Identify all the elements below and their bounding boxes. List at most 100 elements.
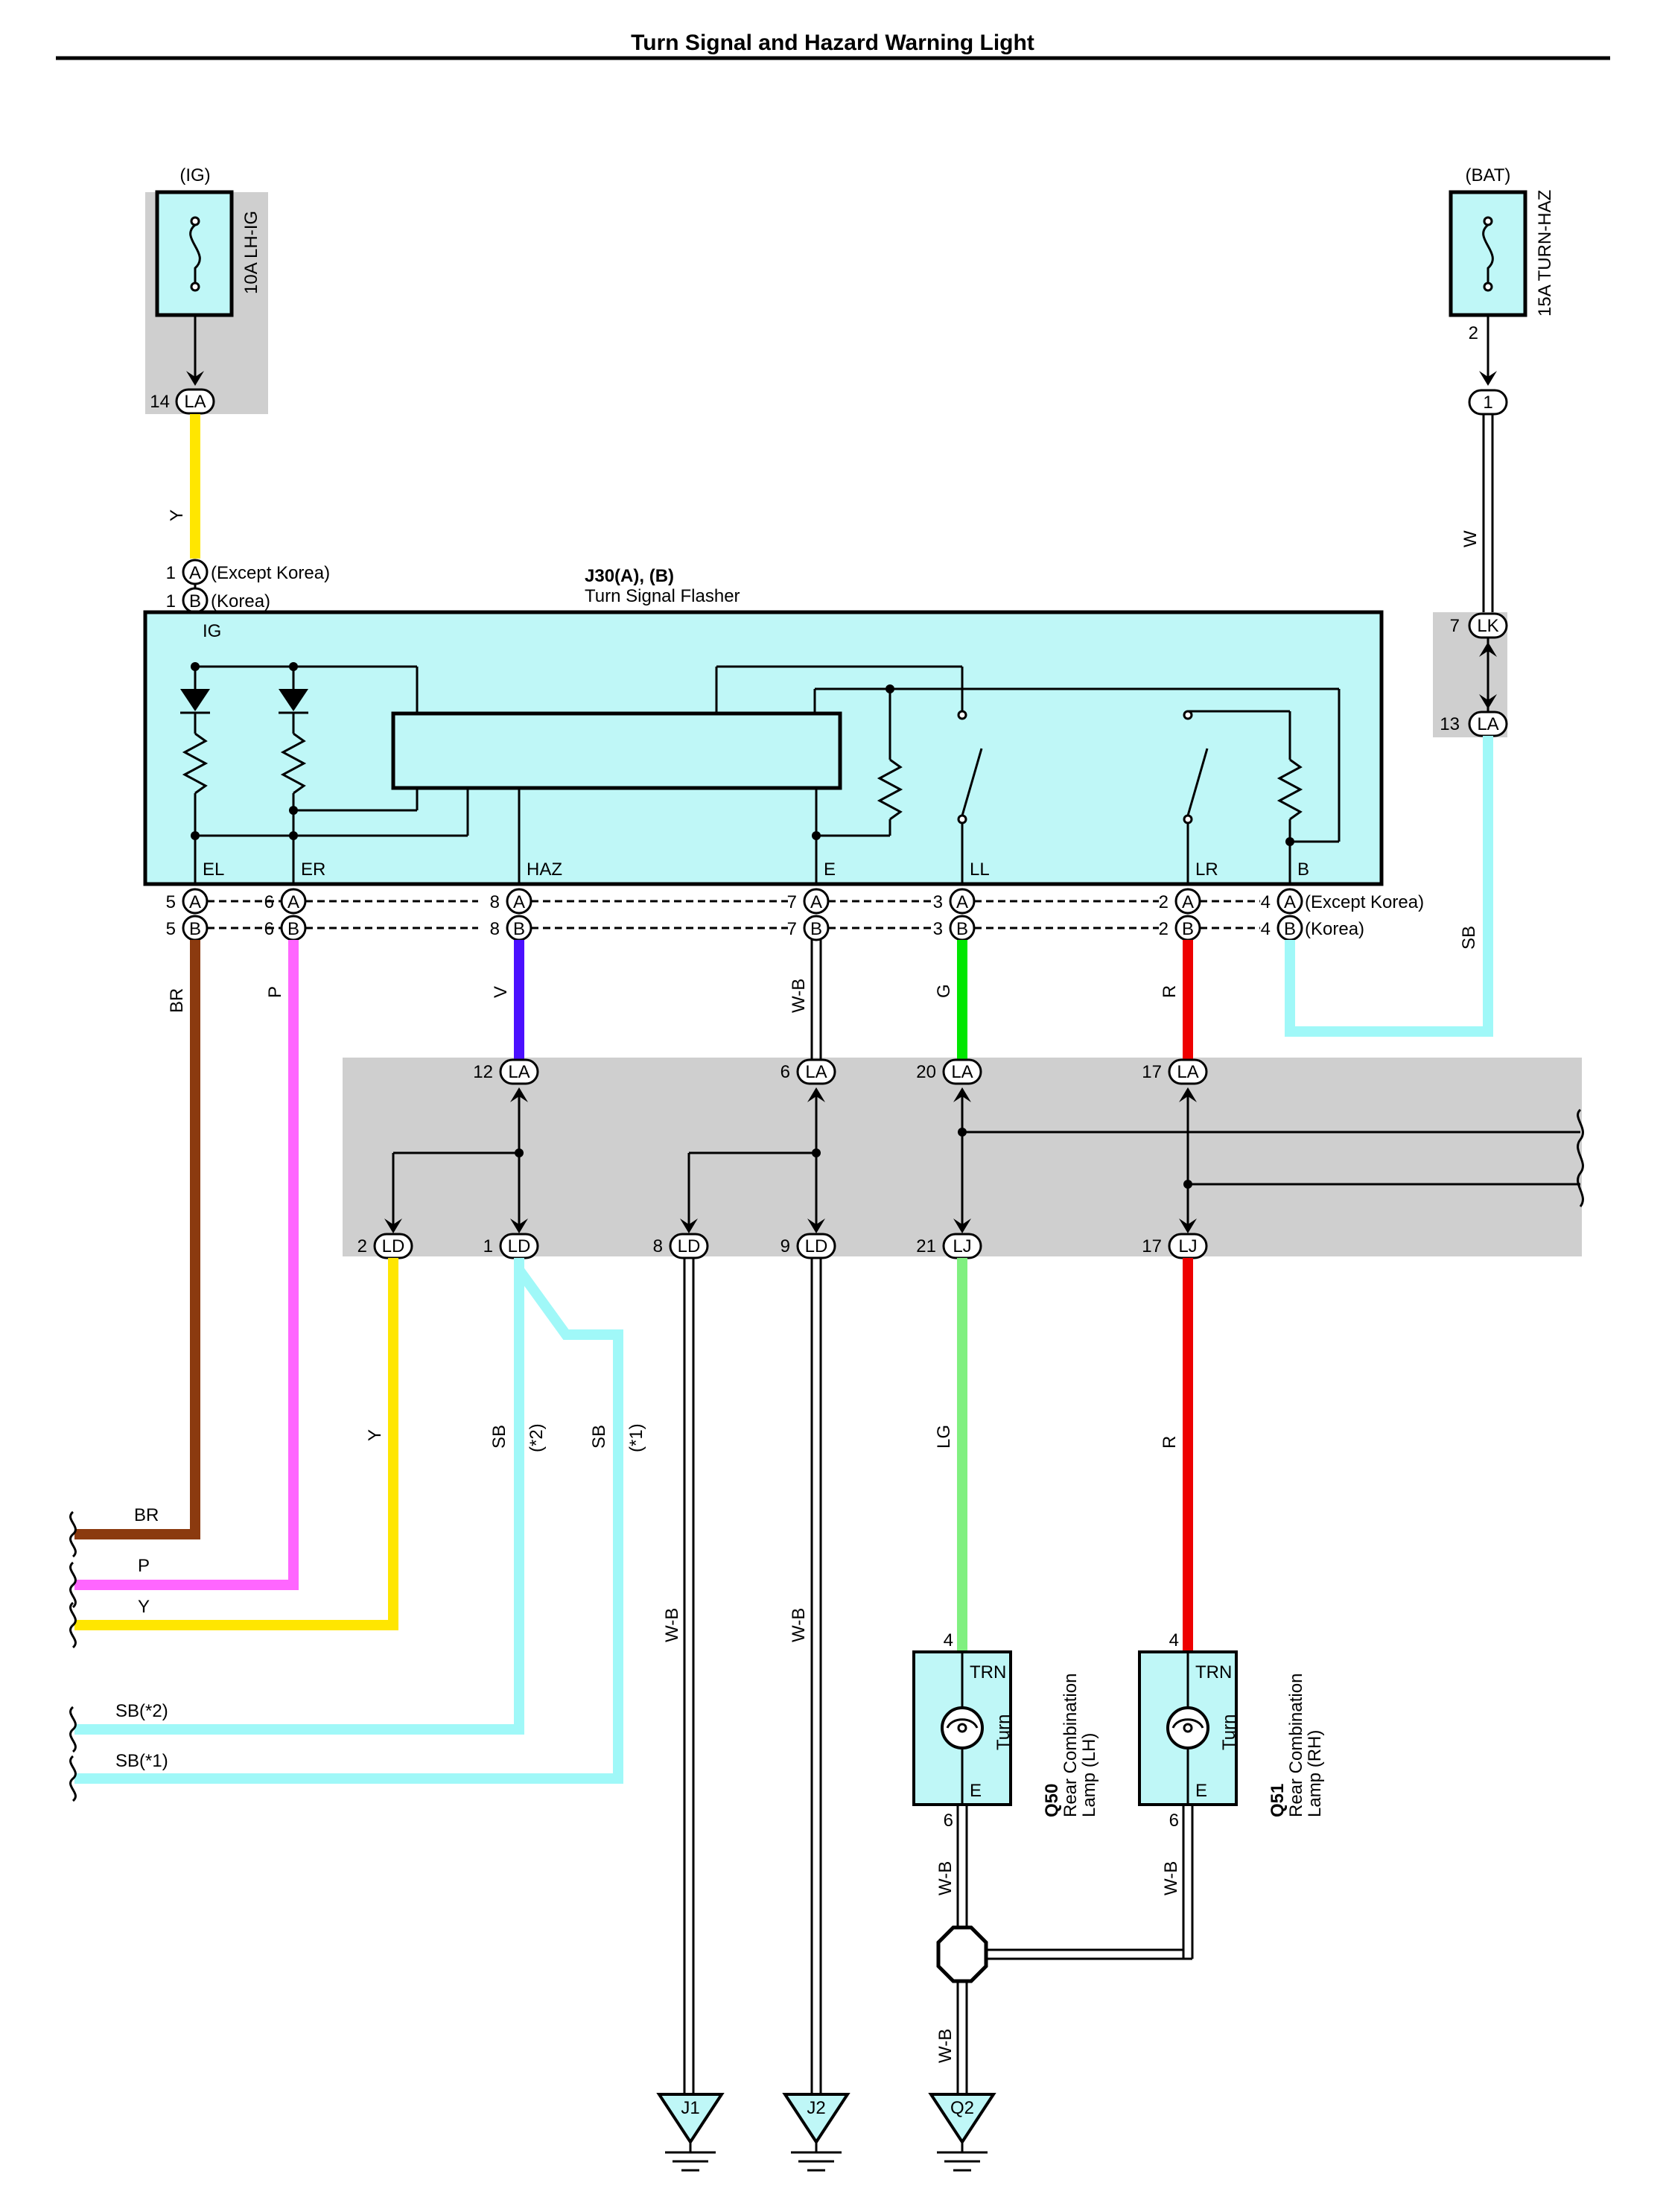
svg-text:LA: LA (1477, 714, 1498, 734)
wire-r-label: R (1160, 985, 1180, 998)
fuse-ig-box (155, 190, 234, 317)
wire-sb1-note: (*1) (626, 1423, 646, 1452)
svg-text:Lamp (LH): Lamp (LH) (1079, 1733, 1099, 1817)
svg-text:B: B (956, 919, 968, 939)
flasher-pin-row-a: A A A A A A A 5 6 8 7 3 2 4 (Except Kore… (166, 888, 1424, 915)
svg-text:21: 21 (916, 1236, 936, 1256)
svg-text:Q2: Q2 (950, 2098, 974, 2118)
term-haz: HAZ (527, 859, 562, 880)
fuse-bat-supply: (BAT) (1466, 165, 1511, 185)
svg-text:6: 6 (264, 919, 274, 939)
svg-text:2: 2 (1159, 919, 1169, 939)
svg-text:Turn: Turn (1219, 1714, 1239, 1750)
svg-text:6: 6 (1169, 1811, 1179, 1831)
svg-text:13: 13 (1440, 714, 1460, 734)
fuse-bat-box (1449, 190, 1527, 317)
wire-w-label: W (1460, 530, 1481, 547)
svg-text:B: B (1182, 919, 1194, 939)
flasher-id: J30(A), (B) (585, 566, 674, 586)
svg-text:LA: LA (184, 392, 206, 412)
flasher-ig-label: IG (203, 621, 221, 641)
svg-text:SB(*1): SB(*1) (115, 1751, 168, 1771)
wire-sb2 (74, 1258, 524, 1735)
svg-text:20: 20 (916, 1062, 936, 1082)
svg-text:17: 17 (1142, 1062, 1162, 1082)
svg-text:LA: LA (508, 1062, 530, 1082)
flasher-ig-pins: A 1 (Except Korea) B 1 (Korea) (166, 559, 330, 667)
flasher-name: Turn Signal Flasher (585, 586, 740, 606)
svg-text:8: 8 (653, 1236, 663, 1256)
term-el: EL (203, 859, 224, 880)
svg-text:1: 1 (166, 563, 176, 583)
wire-sb2-label: SB (489, 1425, 509, 1449)
svg-text:14: 14 (150, 392, 170, 412)
term-lr: LR (1195, 859, 1218, 880)
splice-point (936, 1925, 988, 1983)
svg-text:1: 1 (166, 591, 176, 611)
wire-wb-q50-label: W-B (935, 1861, 956, 1895)
wire-wb-8-label: W-B (662, 1608, 682, 1642)
wire-wb-8 (683, 1258, 695, 2093)
svg-text:B: B (513, 919, 525, 939)
svg-text:3: 3 (933, 892, 943, 912)
svg-text:6: 6 (944, 1811, 953, 1831)
svg-text:6: 6 (264, 892, 274, 912)
svg-text:Rear Combination: Rear Combination (1286, 1674, 1306, 1817)
ground-j1: J1 (656, 2093, 725, 2172)
wire-sb1-label: SB (589, 1425, 609, 1449)
wire-wb-q2-label: W-B (935, 2029, 956, 2063)
svg-text:B: B (287, 919, 299, 939)
left-wire-ends: BR P Y SB(*2) SB(*1) (69, 1505, 168, 1802)
connector-bat-1: 1 (1468, 371, 1508, 416)
svg-text:8: 8 (490, 919, 500, 939)
fuse-ig-name: 10A LH-IG (241, 211, 261, 294)
svg-text:Lamp (RH): Lamp (RH) (1305, 1730, 1325, 1817)
svg-text:LA: LA (951, 1062, 973, 1082)
svg-text:2: 2 (357, 1236, 367, 1256)
wire-wb-q51-label: W-B (1161, 1861, 1181, 1895)
wire-sb-right-label: SB (1459, 926, 1479, 950)
lamp-q50: 4 TRN Turn E 6 Q50 Rear Combination Lamp… (912, 1630, 1099, 1831)
svg-text:5: 5 (166, 892, 176, 912)
svg-text:Turn: Turn (993, 1714, 1014, 1750)
svg-text:(Except Korea): (Except Korea) (1305, 892, 1424, 912)
wire-lg-label: LG (934, 1425, 954, 1449)
wire-br-label: BR (167, 988, 187, 1013)
svg-text:17: 17 (1142, 1236, 1162, 1256)
svg-text:J1: J1 (681, 2098, 699, 2118)
svg-text:(Korea): (Korea) (211, 591, 270, 611)
svg-text:(Except Korea): (Except Korea) (211, 563, 330, 583)
svg-text:B: B (810, 919, 822, 939)
svg-text:Rear Combination: Rear Combination (1061, 1674, 1081, 1817)
svg-text:B: B (1284, 919, 1296, 939)
svg-text:A: A (956, 892, 968, 912)
page-title: Turn Signal and Hazard Warning Light (631, 31, 1034, 55)
svg-text:Q51: Q51 (1268, 1784, 1288, 1817)
svg-text:P: P (138, 1556, 150, 1576)
wire-y-low (74, 1258, 398, 1630)
svg-text:A: A (1284, 892, 1296, 912)
svg-text:9: 9 (780, 1236, 790, 1256)
svg-text:LD: LD (678, 1236, 701, 1256)
svg-text:LD: LD (382, 1236, 405, 1256)
svg-text:7: 7 (787, 919, 797, 939)
svg-text:TRN: TRN (970, 1662, 1006, 1682)
junction-bottom-row: LD 2 LD 1 LD 8 LD 9 LJ 21 LJ 17 (357, 1233, 1208, 1259)
svg-text:2: 2 (1159, 892, 1169, 912)
connector-14-la: LA 14 (150, 371, 215, 415)
svg-text:TRN: TRN (1195, 1662, 1232, 1682)
svg-text:1: 1 (1483, 392, 1492, 413)
ground-q2: Q2 (928, 2093, 996, 2172)
svg-text:7: 7 (787, 892, 797, 912)
svg-text:B: B (189, 591, 201, 611)
svg-text:SB(*2): SB(*2) (115, 1701, 168, 1721)
flasher-internal-circuit (180, 662, 1341, 884)
svg-text:A: A (810, 892, 822, 912)
wire-p-label: P (265, 986, 285, 998)
svg-text:Y: Y (138, 1597, 150, 1617)
svg-text:LK: LK (1477, 616, 1498, 636)
wire-sb-right (1285, 736, 1493, 1037)
svg-text:8: 8 (490, 892, 500, 912)
svg-text:6: 6 (780, 1062, 790, 1082)
